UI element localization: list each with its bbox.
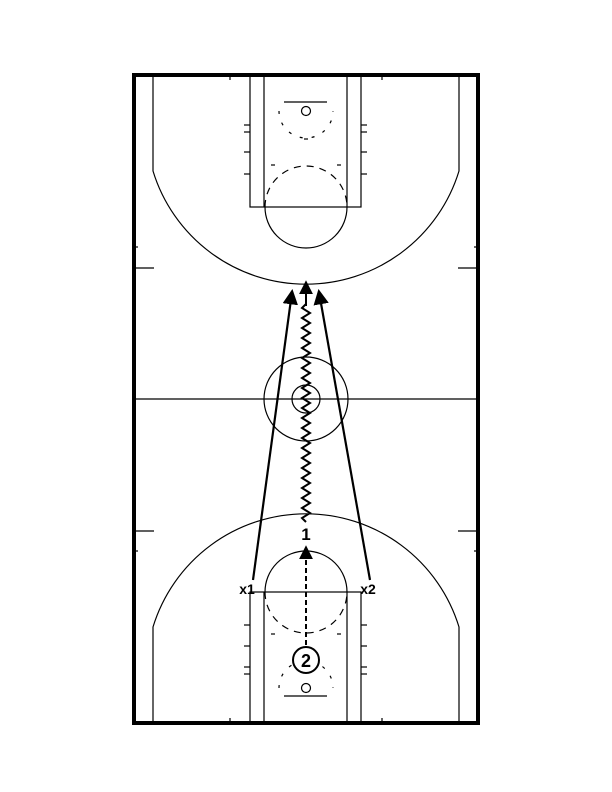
top-free-throw-circle-dashed bbox=[264, 165, 348, 208]
player-1: 1 bbox=[299, 525, 313, 544]
player-2-circle bbox=[292, 646, 320, 674]
top-free-throw-circle-solid bbox=[264, 206, 348, 249]
player-2: 2 bbox=[292, 646, 320, 674]
bottom-free-throw-circle-dashed bbox=[264, 591, 348, 634]
cut-arrow-x1 bbox=[251, 288, 298, 581]
top-lane-outer bbox=[249, 74, 362, 208]
top-basket-rim bbox=[300, 105, 312, 117]
bottom-restricted-arc bbox=[278, 660, 334, 689]
dribble-zigzag-path bbox=[300, 303, 312, 523]
player-2-label: 2 bbox=[301, 651, 311, 671]
bottom-three-point-line bbox=[152, 513, 460, 723]
player-1-label: 1 bbox=[301, 525, 310, 544]
defender-x1-label: x1 bbox=[239, 581, 255, 597]
sideline-hash-marks bbox=[134, 75, 478, 723]
cut-arrow-x2 bbox=[313, 288, 372, 581]
top-restricted-arc bbox=[278, 110, 334, 139]
bottom-basket-rim bbox=[300, 682, 312, 694]
defender-x2-label: x2 bbox=[360, 581, 376, 597]
